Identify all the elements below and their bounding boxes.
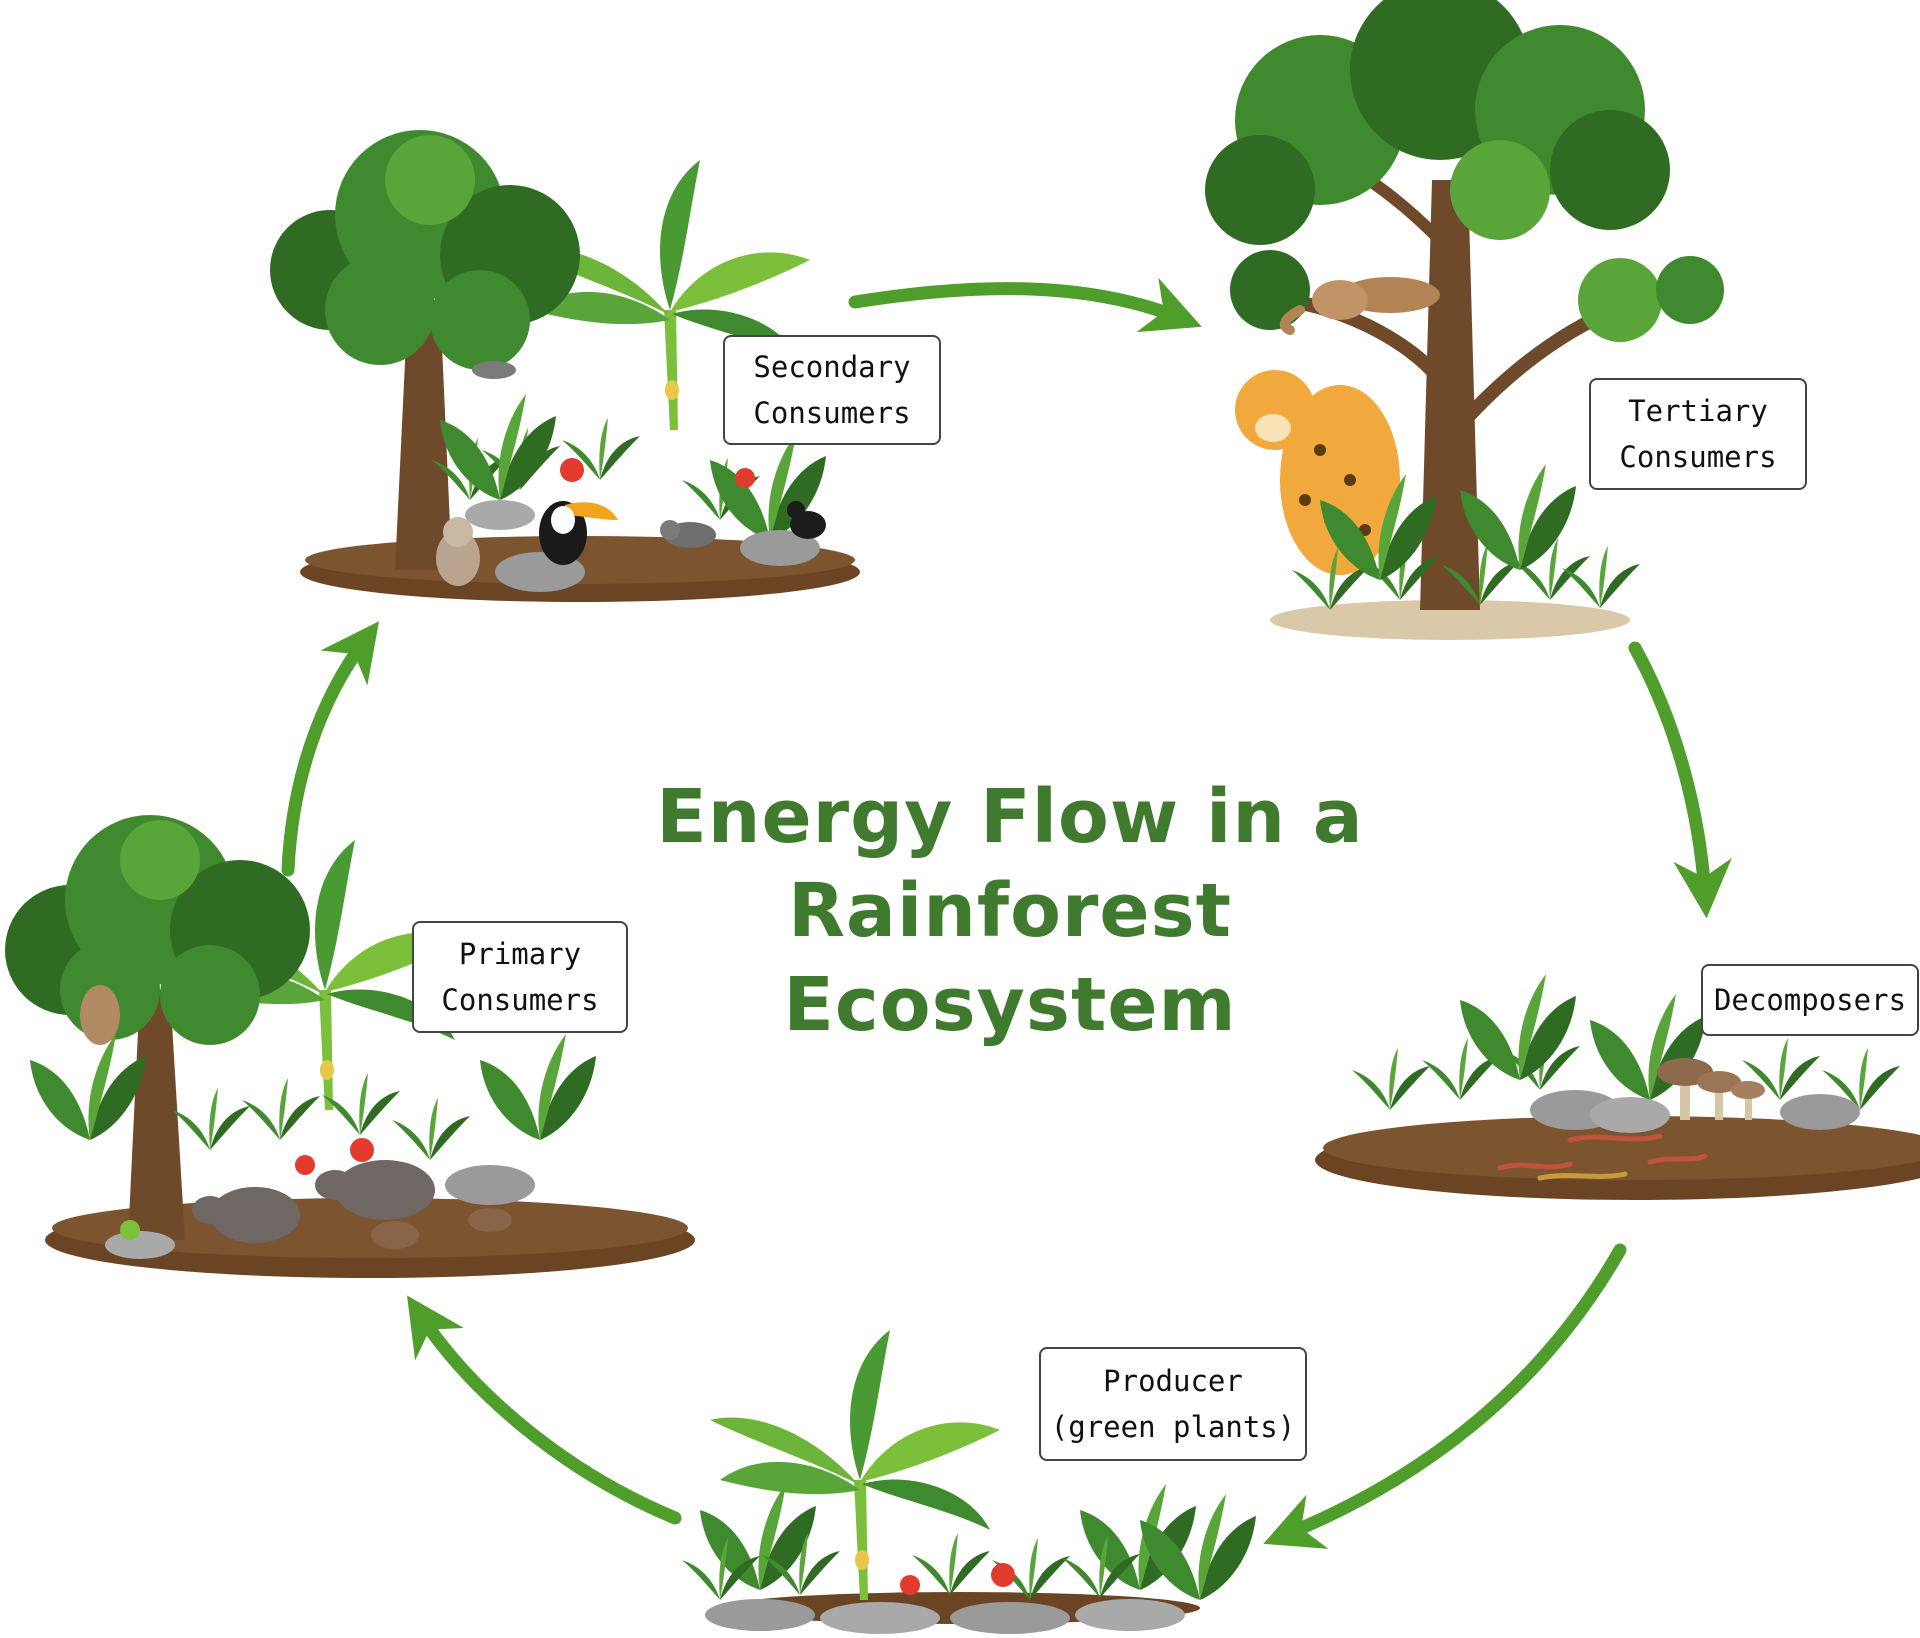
scene-producer [682,1330,1256,1634]
flow-arrows [281,277,1732,1549]
scene-primary-consumers [5,815,695,1278]
scene-secondary-consumers [270,130,860,602]
arrow-decomposers-to-producer [1263,1243,1627,1549]
label-line: Consumers [441,983,599,1017]
label-line: Decomposers [1713,983,1907,1017]
tree-canopy [1205,0,1724,342]
title-line-2: Rainforest Ecosystem [783,868,1237,1048]
mushroom-icon [1657,1058,1765,1120]
arrow-secondary-to-tertiary [848,277,1202,333]
arrow-primary-to-secondary [281,621,380,877]
label-tertiary-consumers: Tertiary Consumers [1589,378,1807,490]
label-line: Consumers [753,396,911,430]
scene-tertiary-consumers [1205,0,1724,640]
arrow-producer-to-primary [407,1295,682,1525]
arrow-tertiary-to-decomposers [1628,641,1732,919]
tree-canopy [270,130,580,370]
label-line: Tertiary [1628,394,1768,428]
animal-icon [436,361,826,586]
label-producer: Producer (green plants) [1039,1347,1307,1461]
label-line: Primary [458,937,582,971]
label-line: Consumers [1619,440,1777,474]
rock-icon [705,1599,815,1631]
scene-decomposers [1315,974,1920,1200]
leopard-icon [1235,370,1400,575]
animal-icon [80,985,512,1249]
flower-icon [560,458,584,482]
diagram-title: Energy Flow in a Rainforest Ecosystem [560,770,1460,1052]
rainforest-tree-icon [128,990,185,1240]
snake-icon [1279,277,1440,335]
rock-icon [445,1165,535,1205]
label-line: Secondary [753,350,911,384]
label-line: Producer [1103,1364,1243,1398]
worm-icon [1497,1133,1708,1181]
flower-icon [350,1138,374,1162]
label-secondary-consumers: Secondary Consumers [723,335,941,445]
tree-canopy [5,815,310,1045]
label-line: (green plants) [1050,1410,1296,1444]
flower-icon [991,1563,1015,1587]
label-decomposers: Decomposers [1701,964,1919,1036]
rainforest-tree-icon [395,300,452,570]
rainforest-tree-icon [1420,180,1480,610]
title-line-1: Energy Flow in a [656,774,1364,860]
label-primary-consumers: Primary Consumers [412,921,628,1033]
